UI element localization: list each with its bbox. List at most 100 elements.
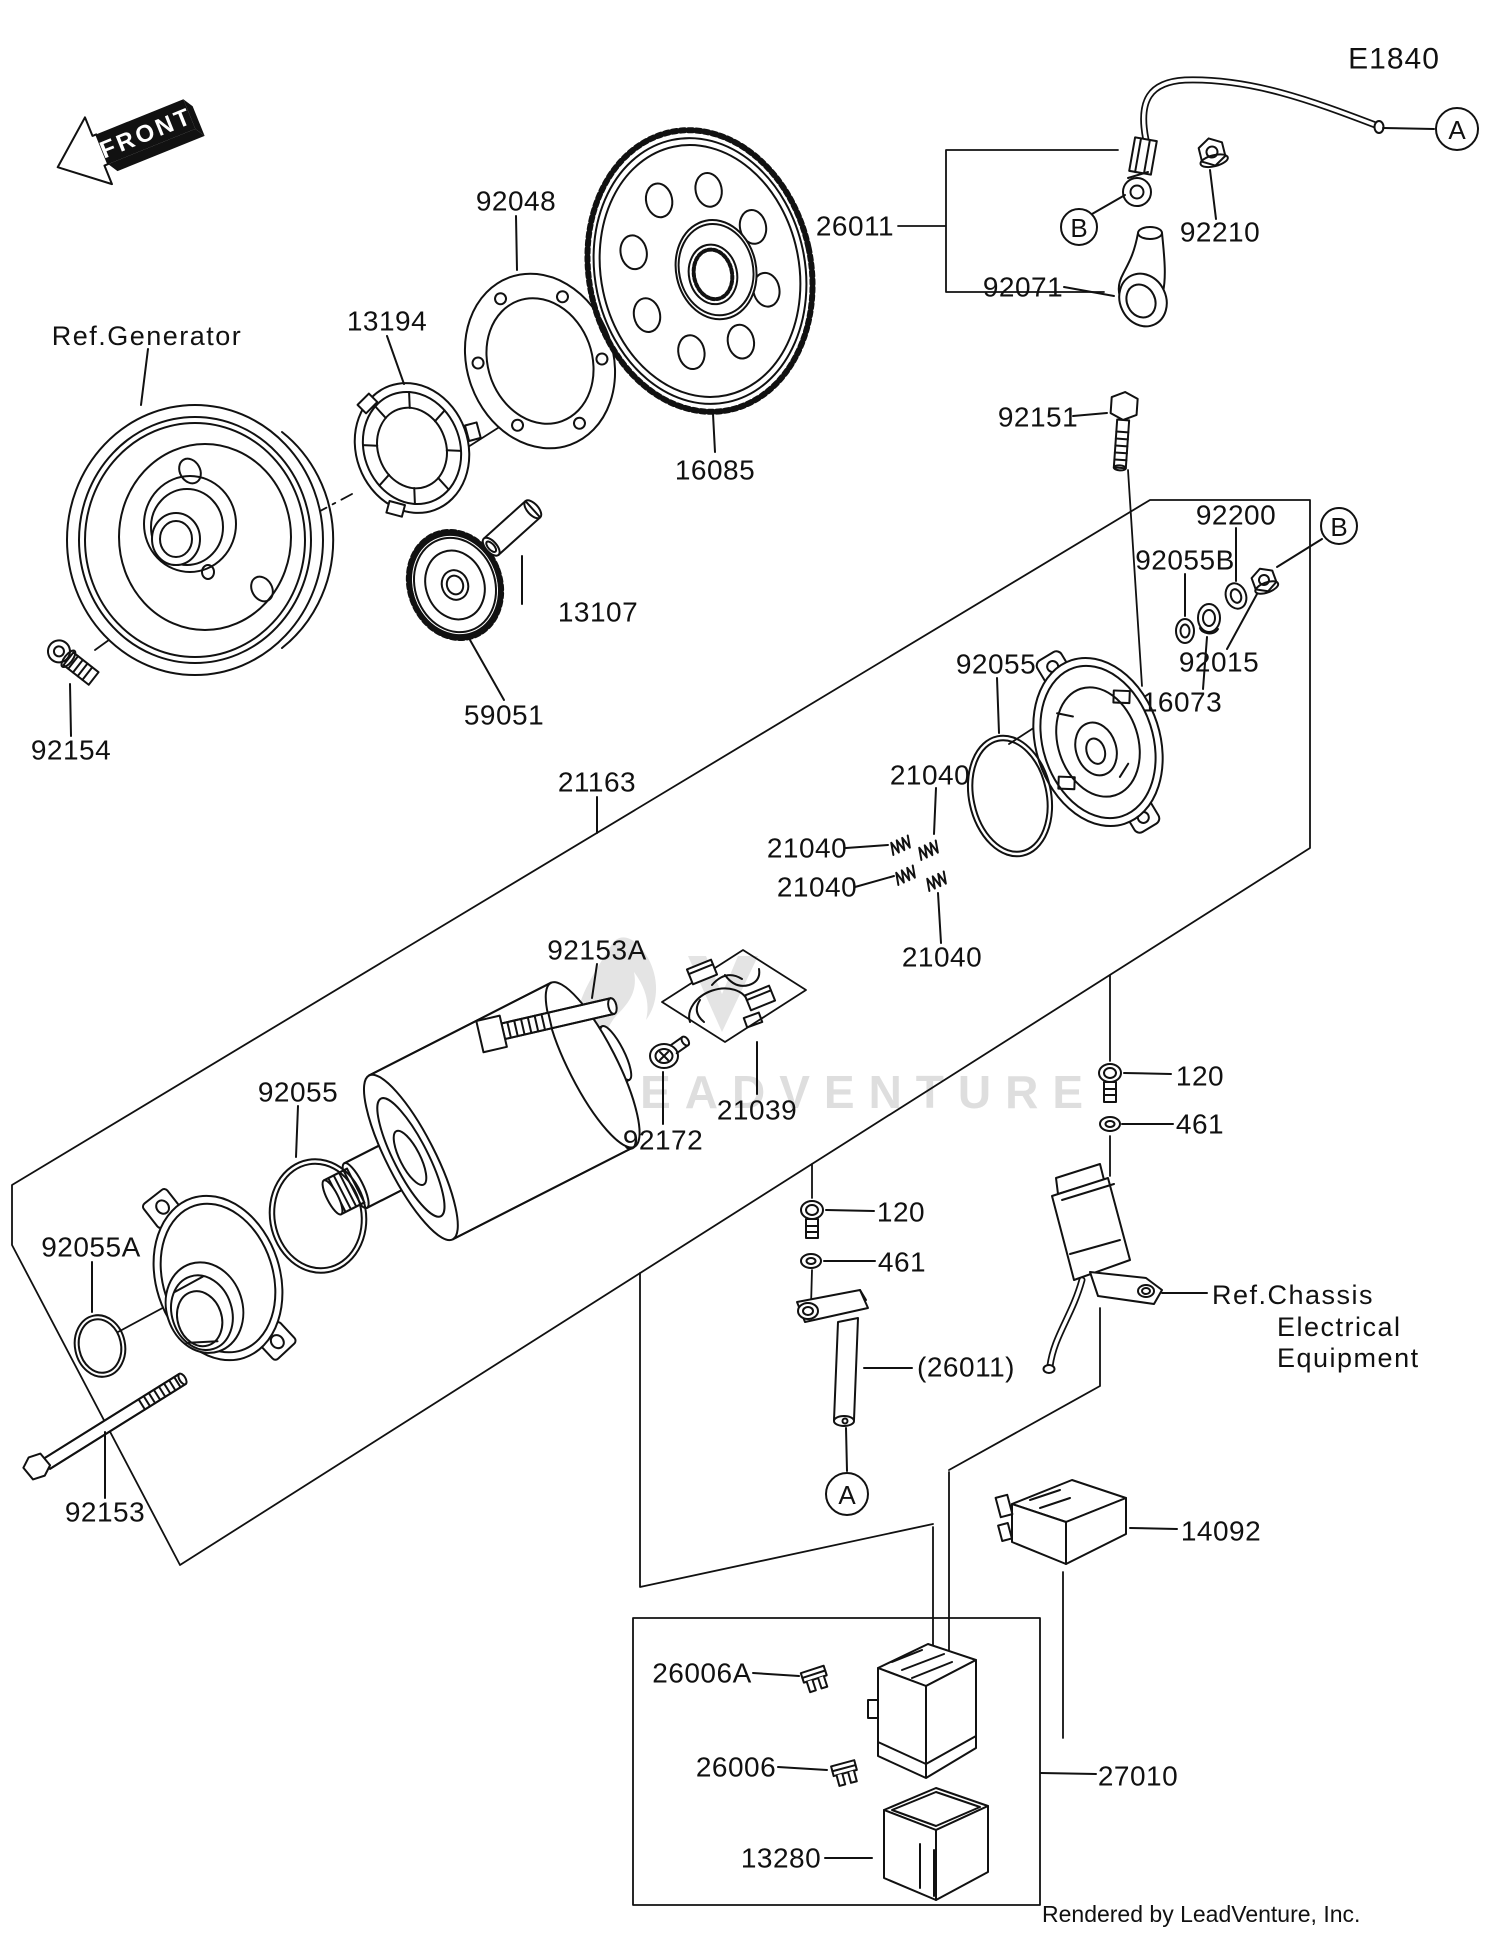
nut-92210 (1197, 137, 1229, 169)
callout-16085[interactable]: 16085 (675, 455, 755, 486)
end-cover (1032, 650, 1164, 834)
bolt-120-right (1098, 1063, 1122, 1103)
diagram-code: E1840 (1348, 43, 1440, 76)
idle-gear-59051 (405, 528, 505, 642)
fuse-box-27010-outline (632, 1617, 1041, 1906)
fuse-26006 (830, 1759, 858, 1787)
callout-21039[interactable]: 21039 (717, 1095, 797, 1126)
relay-link-line (948, 1307, 1101, 1471)
callout-26006[interactable]: 26006 (696, 1752, 776, 1783)
washer-92200 (1224, 582, 1248, 610)
callout-92015[interactable]: 92015 (1179, 647, 1259, 678)
washer-461-right (1099, 1116, 1121, 1132)
screw-92172 (649, 1035, 691, 1069)
bolt-120-mid (800, 1200, 824, 1239)
bolt-92153a (475, 997, 618, 1054)
callout-16073[interactable]: 16073 (1142, 687, 1222, 718)
callout-120-mid[interactable]: 120 (877, 1197, 925, 1228)
callout-13194[interactable]: 13194 (347, 306, 427, 337)
marker-b-top-label: B (1070, 213, 1087, 243)
ref-chassis-line3: Equipment (1277, 1343, 1420, 1373)
callout-92055-left[interactable]: 92055 (258, 1077, 338, 1108)
cable-terminal-26011 (796, 1289, 869, 1427)
marker-a-top-label: A (1448, 115, 1466, 145)
washer-92055b (1175, 618, 1195, 644)
callout-26011[interactable]: 26011 (816, 211, 894, 242)
collar-16073 (1197, 603, 1221, 635)
callout-92055a[interactable]: 92055A (41, 1232, 141, 1263)
fuse-26006a (799, 1664, 829, 1694)
callout-92200[interactable]: 92200 (1196, 500, 1276, 531)
callout-26006a[interactable]: 26006A (652, 1658, 752, 1689)
leader-lines (69, 127, 1435, 1859)
front-arrow: FRONT (56, 99, 205, 186)
bolt-92154 (46, 639, 100, 686)
marker-b-right: B (1320, 507, 1358, 545)
callout-92151[interactable]: 92151 (998, 402, 1078, 433)
callout-21163[interactable]: 21163 (558, 767, 636, 798)
cable-sub-box (639, 1272, 934, 1588)
brush-group-box (661, 949, 807, 1043)
relay-cover-14092 (994, 1479, 1127, 1565)
callout-92154[interactable]: 92154 (31, 735, 111, 766)
one-way-clutch-13194 (353, 382, 482, 518)
relay-ref-chassis (1042, 1163, 1163, 1374)
callout-92172[interactable]: 92172 (623, 1125, 703, 1156)
ref-chassis-line1: Ref.Chassis (1212, 1280, 1374, 1310)
callout-461-right[interactable]: 461 (1176, 1109, 1224, 1140)
oring-front-cover-line (117, 1303, 171, 1333)
marker-a-bottom-label: A (838, 1480, 856, 1510)
marker-b-top: B (1060, 208, 1098, 246)
marker-a-top: A (1435, 107, 1479, 151)
callout-59051[interactable]: 59051 (464, 700, 544, 731)
brush-holder-21039 (685, 958, 777, 1029)
watermark-text: LEADVENTURE (598, 1066, 1097, 1118)
callout-92055b[interactable]: 92055B (1135, 545, 1235, 576)
callout-21040-d[interactable]: 21040 (902, 942, 982, 973)
callout-27010[interactable]: 27010 (1098, 1761, 1178, 1792)
callout-92153[interactable]: 92153 (65, 1497, 145, 1528)
ring-gear-16085 (584, 127, 816, 415)
render-credit: Rendered by LeadVenture, Inc. (1042, 1901, 1360, 1927)
callout-92048[interactable]: 92048 (476, 186, 556, 217)
o-ring-92055-left (268, 1158, 368, 1274)
armature-21163 (321, 981, 641, 1242)
detail-markers: A B B A (825, 107, 1479, 1516)
callout-14092[interactable]: 14092 (1181, 1516, 1261, 1547)
ring-terminal (1122, 177, 1152, 207)
battery-cable-26011 (1122, 76, 1385, 207)
callout-26011-ref[interactable]: (26011) (917, 1352, 1015, 1383)
ref-chassis-line2: Electrical (1277, 1312, 1402, 1342)
bolt-92151 (1109, 391, 1139, 472)
callout-13107[interactable]: 13107 (558, 597, 638, 628)
bushing-13107 (481, 499, 543, 557)
generator-rotor (66, 404, 335, 676)
callout-21040-b[interactable]: 21040 (767, 833, 847, 864)
marker-a-bottom: A (825, 1472, 869, 1516)
callout-13280[interactable]: 13280 (741, 1843, 821, 1874)
ref-generator: Ref.Generator (52, 321, 243, 351)
bolt-92153 (22, 1372, 188, 1481)
brush-springs-21040 (890, 834, 947, 892)
callout-92210[interactable]: 92210 (1180, 217, 1260, 248)
cable-group-bracket (897, 149, 1119, 293)
leadventure-watermark: LEADVENTURE (577, 937, 1097, 1118)
o-ring-92055a (73, 1314, 127, 1378)
callout-92055-right[interactable]: 92055 (956, 649, 1036, 680)
callout-120-right[interactable]: 120 (1176, 1061, 1224, 1092)
callout-92071[interactable]: 92071 (983, 272, 1063, 303)
callout-461-mid[interactable]: 461 (878, 1247, 926, 1278)
callout-92153a[interactable]: 92153A (547, 935, 647, 966)
front-cover (141, 1188, 297, 1362)
elbow-92071 (1117, 226, 1168, 328)
callout-21040-a[interactable]: 21040 (890, 760, 970, 791)
callout-21040-c[interactable]: 21040 (777, 872, 857, 903)
starter-relay-27010 (867, 1643, 977, 1779)
nut-92015 (1250, 567, 1280, 595)
bolt-92151-axis (1127, 469, 1143, 687)
marker-b-right-label: B (1330, 512, 1347, 542)
washer-461-mid (800, 1253, 822, 1269)
o-ring-92055-right (966, 734, 1054, 858)
